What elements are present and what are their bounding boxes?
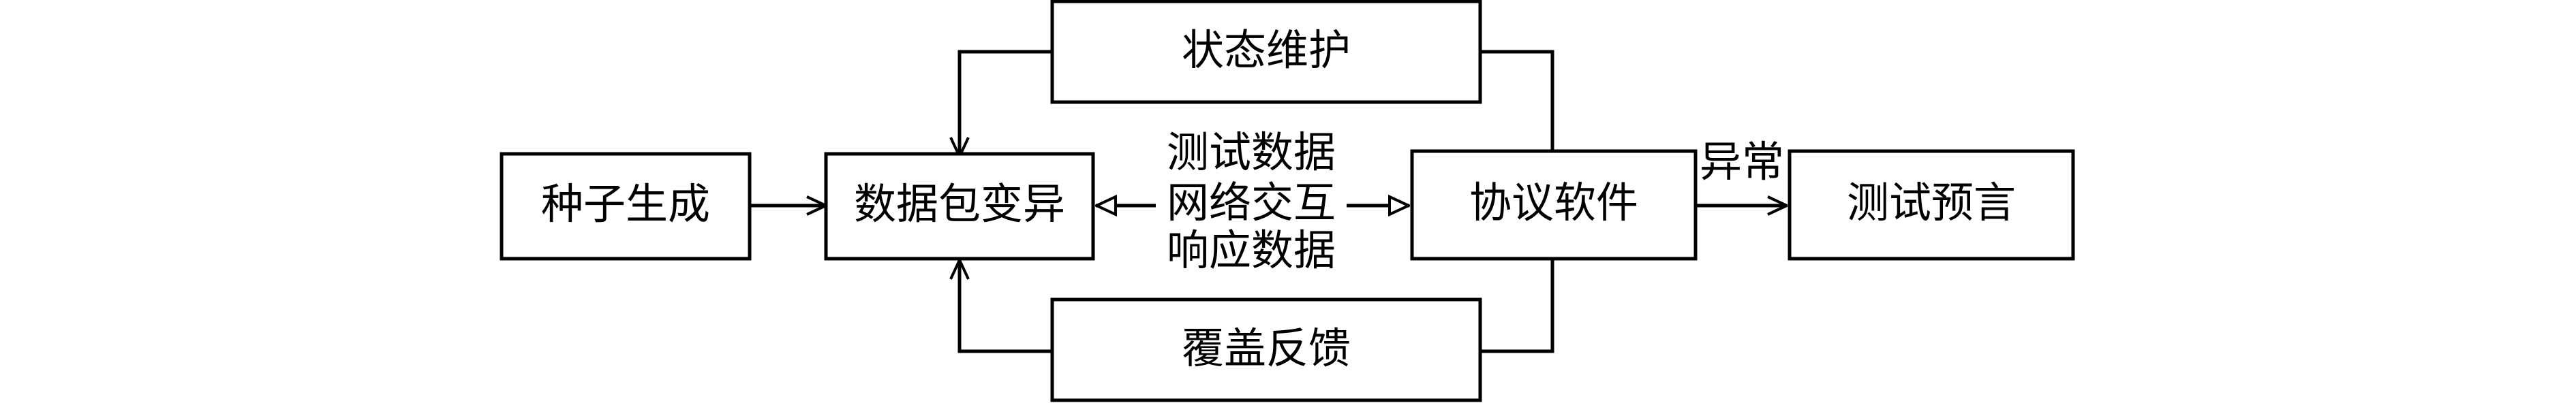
seed-generation-box xyxy=(500,152,752,261)
state-maintenance-box xyxy=(1050,0,1482,104)
node-protocol-software: 协议软件 xyxy=(1410,149,1698,261)
edge-state-to-mutation xyxy=(960,50,1052,157)
packet-mutation-label: 数据包变异 xyxy=(854,179,1065,229)
edge-protocol-to-coverage xyxy=(1480,259,1554,353)
exception-label: 异常 xyxy=(1700,137,1784,187)
protocol-software-label: 协议软件 xyxy=(1469,178,1638,227)
exchange-label-line-1: 测试数据 xyxy=(1167,127,1336,177)
test-oracle-box xyxy=(1788,149,2075,261)
edge-protocol-to-state xyxy=(1480,50,1554,151)
test-oracle-label: 测试预言 xyxy=(1847,178,2016,227)
protocol-software-box xyxy=(1410,149,1698,261)
coverage-feedback-label: 覆盖反馈 xyxy=(1182,323,1351,373)
node-seed-generation: 种子生成 xyxy=(500,152,752,261)
exchange-label: 测试数据 网络交互 响应数据 xyxy=(1167,127,1336,275)
coverage-feedback-box xyxy=(1050,297,1482,402)
seed-generation-label: 种子生成 xyxy=(541,179,710,229)
state-maintenance-label: 状态维护 xyxy=(1182,25,1351,75)
node-test-oracle: 测试预言 xyxy=(1788,149,2075,261)
edge-coverage-to-mutation xyxy=(960,260,1052,353)
node-coverage-feedback: 覆盖反馈 xyxy=(1050,297,1482,402)
edges xyxy=(750,50,1787,353)
node-packet-mutation: 数据包变异 xyxy=(824,152,1095,261)
exchange-label-line-2: 网络交互 xyxy=(1167,178,1336,227)
node-state-maintenance: 状态维护 xyxy=(1050,0,1482,104)
packet-mutation-box xyxy=(824,152,1095,261)
exchange-label-line-3: 响应数据 xyxy=(1167,225,1336,275)
